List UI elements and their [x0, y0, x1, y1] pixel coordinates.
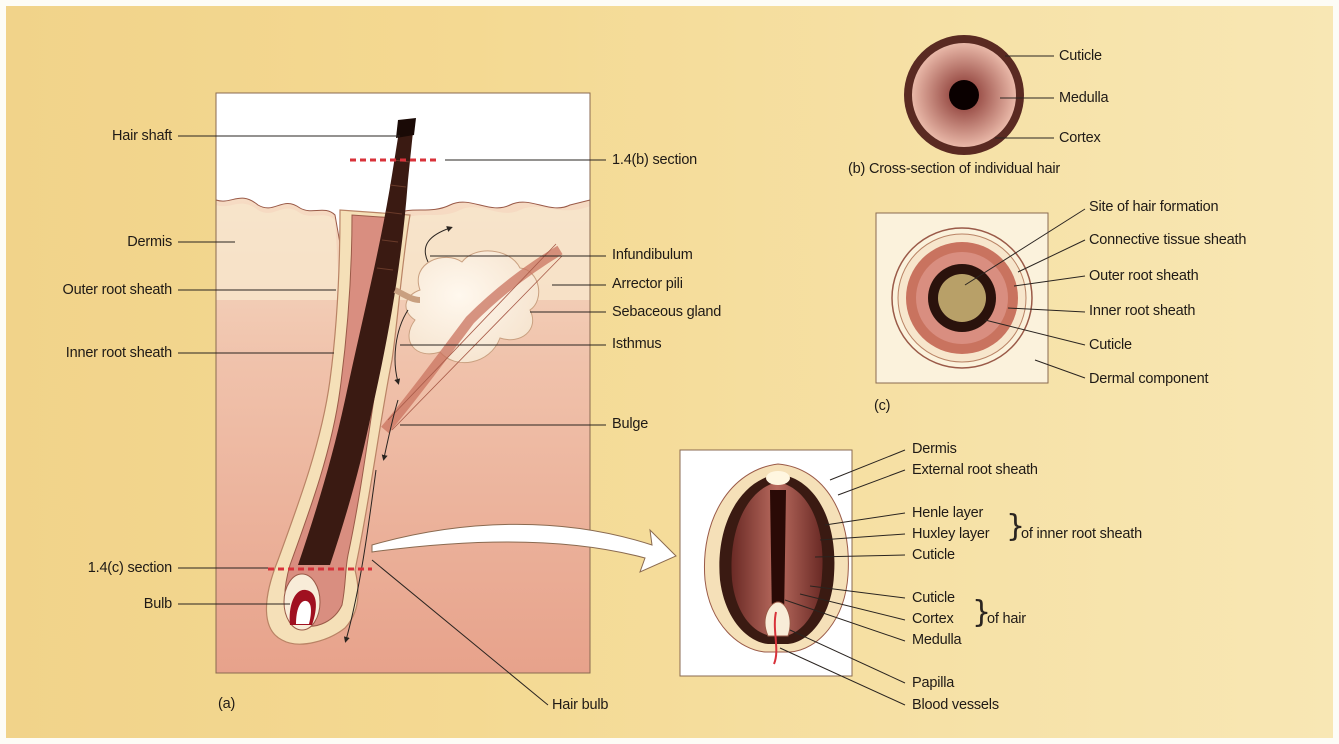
panel-b-cross-section: [904, 35, 1054, 155]
label-c-dermal: Dermal component: [1089, 371, 1208, 388]
label-d-cuticle-irs: Cuticle: [912, 547, 955, 564]
label-d-group-hair: of hair: [987, 611, 1026, 628]
label-c-cuticle: Cuticle: [1089, 337, 1132, 354]
label-d-papilla: Papilla: [912, 675, 954, 692]
label-d-medulla: Medulla: [912, 632, 961, 649]
label-c-connective: Connective tissue sheath: [1089, 232, 1246, 249]
label-infundibulum: Infundibulum: [612, 247, 693, 264]
caption-b: (b) Cross-section of individual hair: [848, 161, 1060, 178]
label-sebaceous-gland: Sebaceous gland: [612, 304, 721, 321]
label-d-blood-vessels: Blood vessels: [912, 697, 999, 714]
label-d-dermis: Dermis: [912, 441, 957, 458]
label-c-inner: Inner root sheath: [1089, 303, 1195, 320]
label-c-outer: Outer root sheath: [1089, 268, 1198, 285]
label-b-medulla: Medulla: [1059, 90, 1108, 107]
label-d-henle: Henle layer: [912, 505, 983, 522]
label-bulb: Bulb: [144, 596, 172, 613]
panel-d-bulb-inset: [680, 450, 905, 705]
label-bulge: Bulge: [612, 416, 648, 433]
caption-a: (a): [218, 696, 235, 713]
label-section-b: 1.4(b) section: [612, 152, 697, 169]
label-d-group-irs: of inner root sheath: [1021, 526, 1142, 543]
label-d-cuticle-hair: Cuticle: [912, 590, 955, 607]
label-inner-root-sheath: Inner root sheath: [66, 345, 172, 362]
label-section-c: 1.4(c) section: [88, 560, 172, 577]
label-d-huxley: Huxley layer: [912, 526, 989, 543]
label-b-cuticle: Cuticle: [1059, 48, 1102, 65]
label-outer-root-sheath: Outer root sheath: [63, 282, 172, 299]
label-b-cortex: Cortex: [1059, 130, 1101, 147]
label-hair-shaft: Hair shaft: [112, 128, 172, 145]
label-arrector-pili: Arrector pili: [612, 276, 683, 293]
label-c-site: Site of hair formation: [1089, 199, 1218, 216]
panel-c-follicle-section: [876, 209, 1085, 383]
label-dermis: Dermis: [127, 234, 172, 251]
label-hair-bulb: Hair bulb: [552, 697, 608, 714]
caption-c: (c): [874, 398, 890, 415]
label-d-external: External root sheath: [912, 462, 1038, 479]
label-isthmus: Isthmus: [612, 336, 661, 353]
label-d-cortex: Cortex: [912, 611, 954, 628]
